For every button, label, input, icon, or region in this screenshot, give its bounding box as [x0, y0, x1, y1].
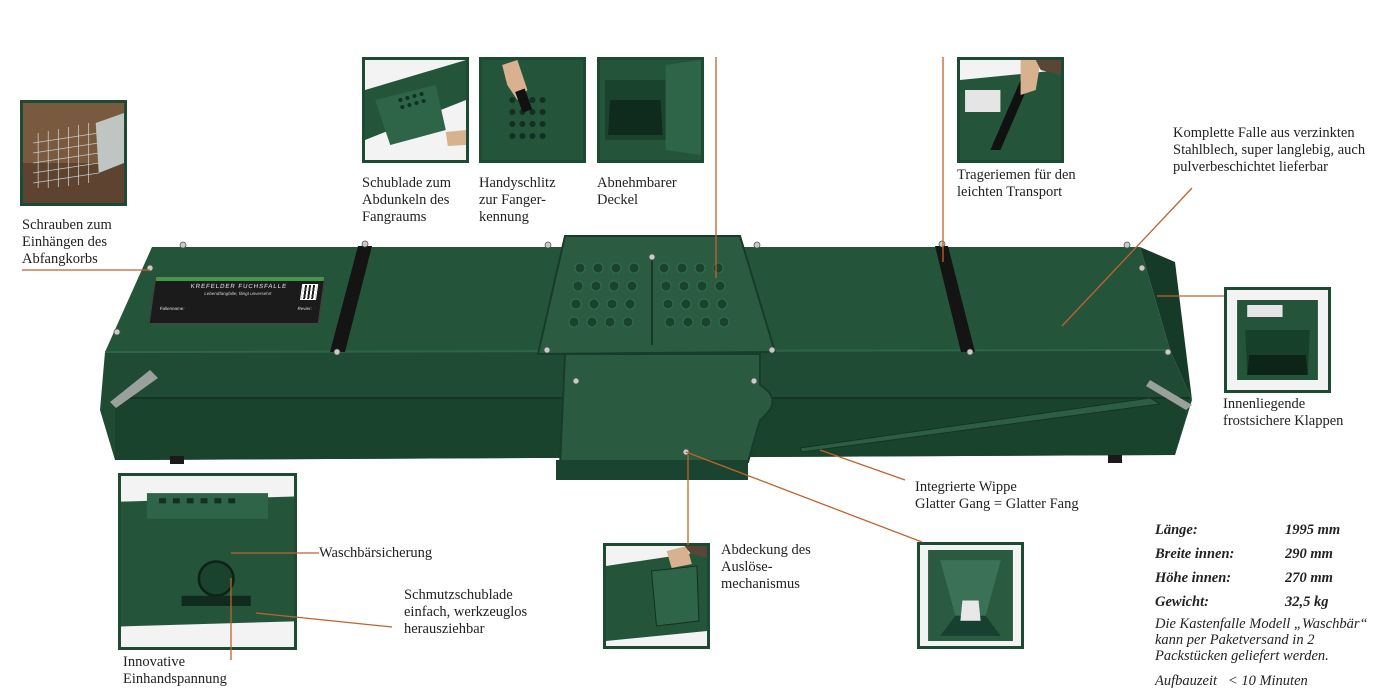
spec-row-laenge: Länge: 1995 mm	[1155, 518, 1395, 542]
plate-field-area: Revier:	[297, 306, 313, 311]
name-plate: KREFELDER FUCHSFALLE Lebendfangfalle, fä…	[148, 276, 326, 324]
spec-row-hoehe: Höhe innen: 270 mm	[1155, 566, 1395, 590]
plate-field-owner: Fallenname:	[159, 306, 185, 311]
thumb-klappen	[1224, 287, 1331, 393]
build-value: < 10 Minuten	[1227, 673, 1308, 689]
thumb-abdeckung	[603, 543, 710, 649]
plate-brand: KREFELDER FUCHSFALLE	[190, 284, 288, 290]
label-waschbaersicherung: Waschbärsicherung	[319, 545, 433, 561]
label-abdeckung: Abdeckung des Auslöse- mechanismus	[721, 542, 811, 592]
label-schublade: Schublade zum Abdunkeln des Fangraums	[362, 175, 451, 225]
spec-value: 270 mm	[1285, 569, 1333, 586]
spec-key: Länge:	[1155, 521, 1198, 538]
label-deckel: Abnehmbarer Deckel	[597, 175, 677, 208]
spec-row-breite: Breite innen: 290 mm	[1155, 542, 1395, 566]
thumb-waschbaersicherung	[118, 473, 297, 650]
spec-note: Die Kastenfalle Modell „Waschbär“ kann p…	[1155, 616, 1368, 664]
spec-key: Breite innen:	[1155, 545, 1235, 562]
label-handyschlitz: Handyschlitz zur Fanger- kennung	[479, 175, 556, 225]
strap-right	[935, 246, 975, 352]
label-trageriemen: Trageriemen für den leichten Transport	[957, 167, 1076, 200]
spec-value: 290 mm	[1285, 545, 1333, 562]
center-lid	[536, 235, 777, 356]
spec-block: Länge: 1995 mm Breite innen: 290 mm Höhe…	[1155, 518, 1395, 690]
label-schmutzschublade: Schmutzschublade einfach, werkzeuglos he…	[404, 587, 528, 637]
thumb-schublade	[362, 57, 469, 163]
label-wippe: Integrierte Wippe Glatter Gang = Glatter…	[915, 479, 1079, 512]
trigger-cover	[558, 353, 774, 467]
label-schrauben: Schrauben zum Einhängen des Abfangkorbs	[22, 217, 112, 267]
spec-row-gewicht: Gewicht: 32,5 kg	[1155, 590, 1395, 614]
spec-key: Gewicht:	[1155, 593, 1209, 610]
thumb-innen	[917, 542, 1024, 649]
build-label: Aufbauzeit	[1155, 673, 1218, 689]
label-einhand: Innovative Einhandspannung	[123, 654, 227, 687]
spec-key: Höhe innen:	[1155, 569, 1232, 586]
strap-left	[330, 246, 372, 352]
plate-subtitle: Lebendfangfalle, fängt unversehrt	[204, 291, 272, 296]
spec-build-time: Aufbauzeit < 10 Minuten	[1155, 673, 1395, 690]
spec-value: 1995 mm	[1285, 521, 1341, 538]
thumb-handyschlitz	[479, 57, 586, 163]
label-klappen: Innenliegende frostsichere Klappen	[1223, 396, 1344, 429]
wippe-bar	[799, 397, 1162, 453]
qr-code-icon	[299, 284, 319, 300]
thumb-deckel	[597, 57, 704, 163]
spec-value: 32,5 kg	[1285, 593, 1329, 610]
thumb-trageriemen	[957, 57, 1064, 163]
thumb-abfangkorb	[20, 100, 127, 206]
label-komplett: Komplette Falle aus verzinkten Stahlblec…	[1173, 125, 1366, 175]
